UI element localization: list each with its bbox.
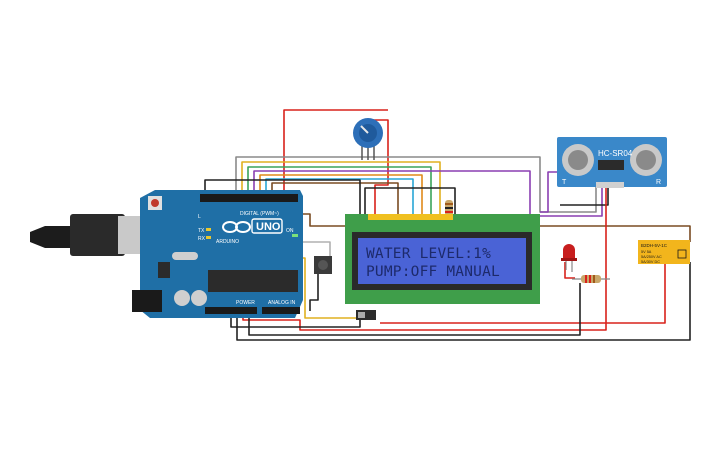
- lcd-line-1: WATER LEVEL:1%: [366, 246, 491, 262]
- power-jack: [132, 290, 162, 312]
- slide-switch[interactable]: [356, 310, 376, 320]
- red-led[interactable]: [561, 244, 577, 272]
- ultrasonic-sensor[interactable]: HC-SR04 T R: [557, 137, 667, 188]
- wire-purple-sensor[interactable]: [540, 171, 563, 213]
- crystal: [172, 252, 198, 260]
- wire-orange[interactable]: [259, 174, 423, 218]
- wire-black-button[interactable]: [309, 270, 319, 311]
- arduino-logo-icon: [222, 221, 251, 233]
- sensor-crystal: [598, 160, 624, 170]
- push-button[interactable]: [314, 256, 332, 274]
- wire-black-lcd[interactable]: [364, 187, 456, 218]
- l-label: L: [198, 214, 201, 220]
- relay-model-label: B2DH-5V-1C: [641, 243, 668, 248]
- lcd-display[interactable]: WATER LEVEL:1% PUMP:OFF MANUAL: [345, 214, 540, 304]
- tx-label: TX: [198, 228, 205, 234]
- wire-red-power[interactable]: [242, 188, 607, 331]
- sensor-t-label: T: [562, 179, 567, 186]
- lcd-line-2: PUMP:OFF MANUAL: [366, 264, 500, 280]
- reset-button-cap[interactable]: [151, 199, 159, 207]
- sensor-r-label: R: [656, 179, 661, 186]
- arduino-pcb: [140, 190, 303, 318]
- usb-plug-icon: [30, 226, 72, 248]
- power-label: POWER: [236, 300, 255, 306]
- usb-port: [118, 216, 140, 254]
- wire-yellow[interactable]: [241, 161, 441, 218]
- capacitor-1: [174, 290, 190, 306]
- wire-gray-button[interactable]: [300, 241, 331, 258]
- relay-symbol-icon: [677, 249, 687, 259]
- potentiometer[interactable]: [353, 118, 383, 160]
- wire-gray-long[interactable]: [235, 156, 597, 213]
- capacitor-2: [191, 290, 207, 306]
- uno-badge: [251, 218, 283, 234]
- analog-header: [262, 307, 300, 314]
- uno-label: UNO: [256, 221, 281, 233]
- wire-black-top[interactable]: [204, 179, 361, 218]
- usb-cable-body: [70, 214, 125, 256]
- relay-spec-3: 5A/30V DC: [641, 260, 660, 264]
- wire-red-relay[interactable]: [380, 262, 666, 324]
- wire-black-switch[interactable]: [230, 311, 361, 328]
- atmega-chip: [208, 270, 298, 292]
- wire-black-gnd[interactable]: [236, 262, 691, 341]
- relay-spec-2: 5A/250V AC: [641, 255, 662, 259]
- sensor-pins: [596, 182, 624, 188]
- wire-brown-top[interactable]: [271, 182, 399, 218]
- digital-label: DIGITAL (PWM~): [240, 211, 279, 217]
- lcd-pin-header: [368, 214, 453, 220]
- wire-led-red[interactable]: [564, 262, 575, 279]
- sensor-model-label: HC-SR04: [598, 149, 633, 158]
- digital-header: [200, 194, 298, 202]
- pot-indicator: [360, 125, 369, 134]
- lcd-screen: [358, 238, 526, 284]
- resistor-lcd[interactable]: [445, 200, 453, 216]
- relay-spec-1: 5V 5A: [641, 250, 652, 254]
- wire-green[interactable]: [247, 166, 432, 218]
- analog-label: ANALOG IN: [268, 300, 296, 306]
- on-led: [292, 234, 298, 237]
- arduino-uno-board[interactable]: UNO ARDUINO DIGITAL (PWM~) POWER ANALOG …: [30, 190, 303, 318]
- wire-black-sensor[interactable]: [560, 188, 609, 206]
- wire-black-gnd2[interactable]: [248, 283, 581, 336]
- regulator: [158, 262, 170, 278]
- relay-module[interactable]: B2DH-5V-1C 5V 5A 5A/250V AC 5A/30V DC: [638, 240, 690, 264]
- relay-body: [638, 240, 690, 264]
- wire-cyan[interactable]: [265, 178, 414, 218]
- tx-led: [206, 228, 211, 231]
- power-header: [205, 307, 257, 314]
- on-label: ON: [286, 228, 294, 234]
- rx-label: RX: [198, 236, 206, 242]
- switch-toggle[interactable]: [358, 312, 365, 318]
- wire-purple[interactable]: [253, 170, 603, 217]
- resistor-led[interactable]: [572, 275, 610, 283]
- arduino-brand-label: ARDUINO: [216, 239, 239, 245]
- rx-led: [206, 236, 211, 239]
